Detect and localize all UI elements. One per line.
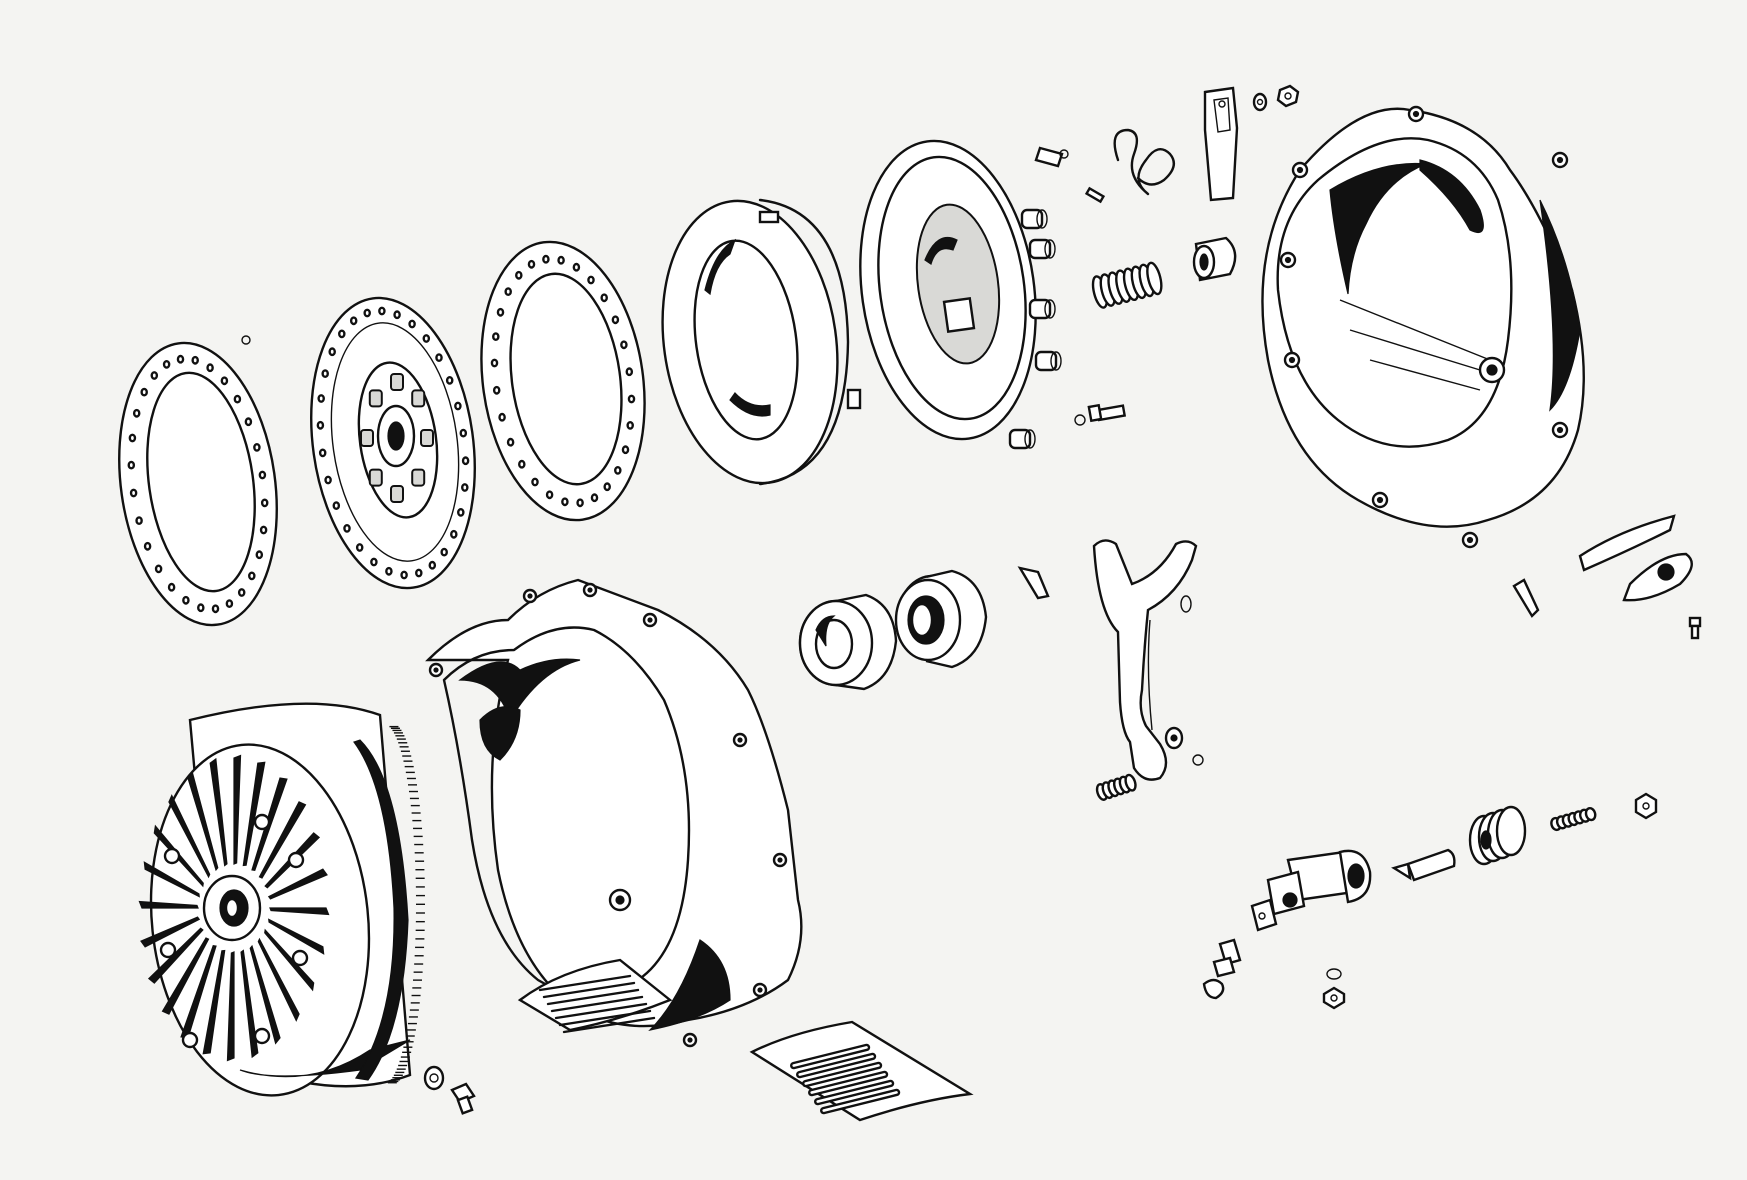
fork-return-spring <box>1095 773 1137 801</box>
slave-cylinder-body <box>1250 849 1372 932</box>
union-nut <box>1322 968 1346 1010</box>
pressure-plate <box>661 198 862 486</box>
release-bearing-carrier <box>894 569 988 669</box>
clutch-cover <box>859 139 1062 450</box>
clutch-facing-ring-rear <box>480 240 646 522</box>
release-bearing <box>798 593 898 691</box>
clutch-driven-plate <box>310 296 476 590</box>
bell-housing-rear <box>1261 105 1585 549</box>
taper-pin <box>1017 566 1050 600</box>
spring-cup <box>1192 236 1237 282</box>
lock-nut <box>1634 792 1658 820</box>
clutch-facing-ring-front <box>118 335 278 627</box>
clutch-housing-front <box>425 578 803 1048</box>
housing-bottom-grille <box>749 1020 974 1122</box>
flywheel-with-fan <box>138 702 425 1097</box>
slave-cylinder-piston <box>1391 848 1456 882</box>
retaining-spring-wire <box>1113 128 1176 196</box>
adjusting-screw <box>1074 403 1127 426</box>
thrust-spring <box>1091 261 1163 309</box>
push-rod <box>1550 806 1597 832</box>
release-fork <box>1092 539 1204 781</box>
release-lever-strap <box>1203 86 1239 202</box>
drain-plug-and-washer <box>423 1065 476 1115</box>
timing-cover-plate <box>1512 514 1702 640</box>
bleed-screw <box>1202 938 1242 1000</box>
cover-retaining-clip <box>1034 146 1106 204</box>
washer-and-nut-top <box>1252 84 1300 112</box>
rubber-boot <box>1468 805 1527 866</box>
